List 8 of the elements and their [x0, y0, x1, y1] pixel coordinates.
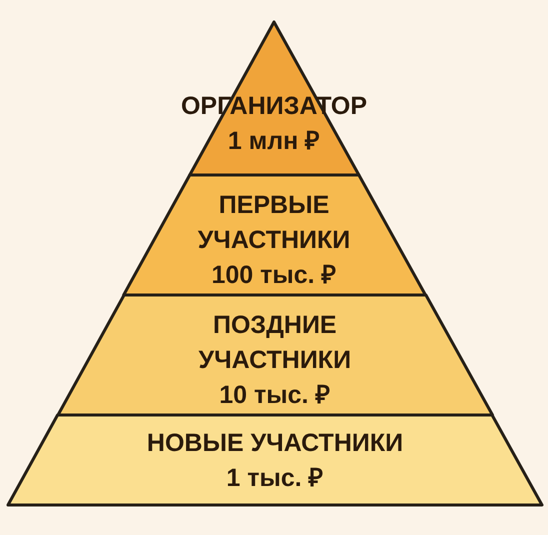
tier-amount: 1 тыс. ₽ — [226, 463, 324, 494]
tier-title: ПЕРВЫЕ УЧАСТНИКИ — [196, 190, 352, 256]
tier-title: ОРГАНИЗАТОР — [180, 91, 368, 122]
tier-title: ПОЗДНИЕ УЧАСТНИКИ — [198, 310, 352, 376]
tier-amount: 1 млн ₽ — [228, 126, 320, 157]
tier-amount: 100 тыс. ₽ — [211, 260, 337, 290]
tier-title: НОВЫЕ УЧАСТНИКИ — [146, 428, 404, 459]
tier-amount: 10 тыс. ₽ — [219, 380, 330, 410]
